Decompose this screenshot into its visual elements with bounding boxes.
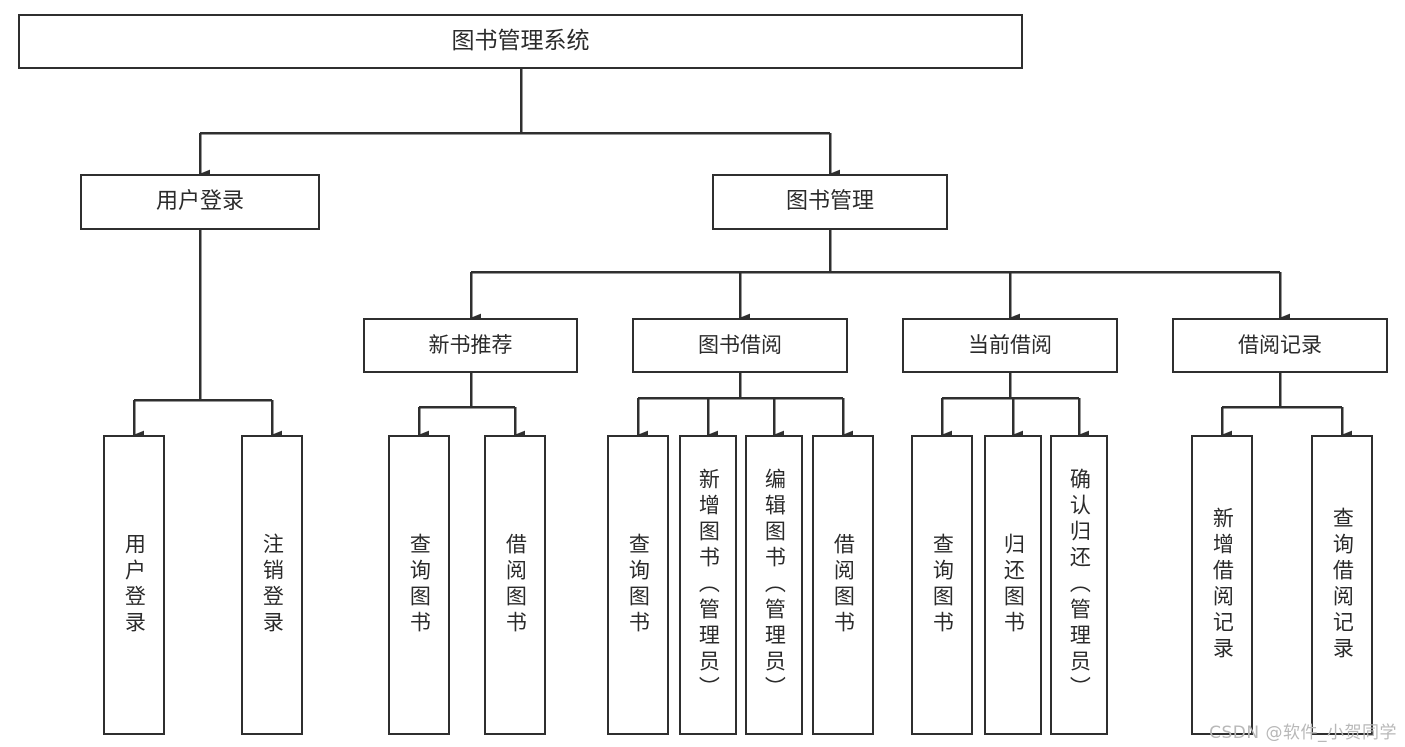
- node-label: 新增图书（管理员）: [696, 468, 721, 702]
- node-label: 新书推荐: [428, 333, 513, 358]
- node-leaf2[interactable]: 注销登录: [241, 435, 303, 735]
- node-label: 确认归还（管理员）: [1067, 468, 1092, 702]
- node-newbook[interactable]: 新书推荐: [363, 318, 578, 373]
- node-records[interactable]: 借阅记录: [1172, 318, 1388, 373]
- node-label: 借阅图书: [831, 533, 856, 637]
- node-label: 注销登录: [260, 533, 285, 637]
- node-leaf10[interactable]: 归还图书: [984, 435, 1042, 735]
- node-label: 查询图书: [930, 533, 955, 637]
- node-bookmgmt[interactable]: 图书管理: [712, 174, 948, 230]
- node-leaf5[interactable]: 查询图书: [607, 435, 669, 735]
- node-leaf9[interactable]: 查询图书: [911, 435, 973, 735]
- node-label: 借阅图书: [503, 533, 528, 637]
- node-leaf12[interactable]: 新增借阅记录: [1191, 435, 1253, 735]
- node-leaf4[interactable]: 借阅图书: [484, 435, 546, 735]
- node-label: 图书管理系统: [451, 27, 590, 54]
- node-leaf13[interactable]: 查询借阅记录: [1311, 435, 1373, 735]
- node-leaf8[interactable]: 借阅图书: [812, 435, 874, 735]
- node-login[interactable]: 用户登录: [80, 174, 320, 230]
- node-label: 用户登录: [122, 533, 147, 637]
- node-leaf1[interactable]: 用户登录: [103, 435, 165, 735]
- edge-group: [132, 69, 1353, 440]
- csdn-watermark: CSDN @软件_小贺同学: [1209, 723, 1397, 743]
- node-label: 查询图书: [626, 533, 651, 637]
- node-label: 当前借阅: [968, 333, 1052, 358]
- node-root[interactable]: 图书管理系统: [18, 14, 1023, 69]
- node-current[interactable]: 当前借阅: [902, 318, 1118, 373]
- node-label: 编辑图书（管理员）: [762, 468, 787, 702]
- node-label: 借阅记录: [1238, 333, 1322, 358]
- node-leaf3[interactable]: 查询图书: [388, 435, 450, 735]
- node-label: 查询图书: [407, 533, 432, 637]
- node-label: 图书管理: [785, 189, 874, 215]
- node-label: 图书借阅: [698, 333, 782, 358]
- node-label: 新增借阅记录: [1210, 507, 1235, 663]
- node-label: 用户登录: [155, 189, 244, 215]
- node-borrow[interactable]: 图书借阅: [632, 318, 848, 373]
- node-leaf6[interactable]: 新增图书（管理员）: [679, 435, 737, 735]
- node-label: 归还图书: [1001, 533, 1026, 637]
- node-label: 查询借阅记录: [1330, 507, 1355, 663]
- node-leaf7[interactable]: 编辑图书（管理员）: [745, 435, 803, 735]
- node-leaf11[interactable]: 确认归还（管理员）: [1050, 435, 1108, 735]
